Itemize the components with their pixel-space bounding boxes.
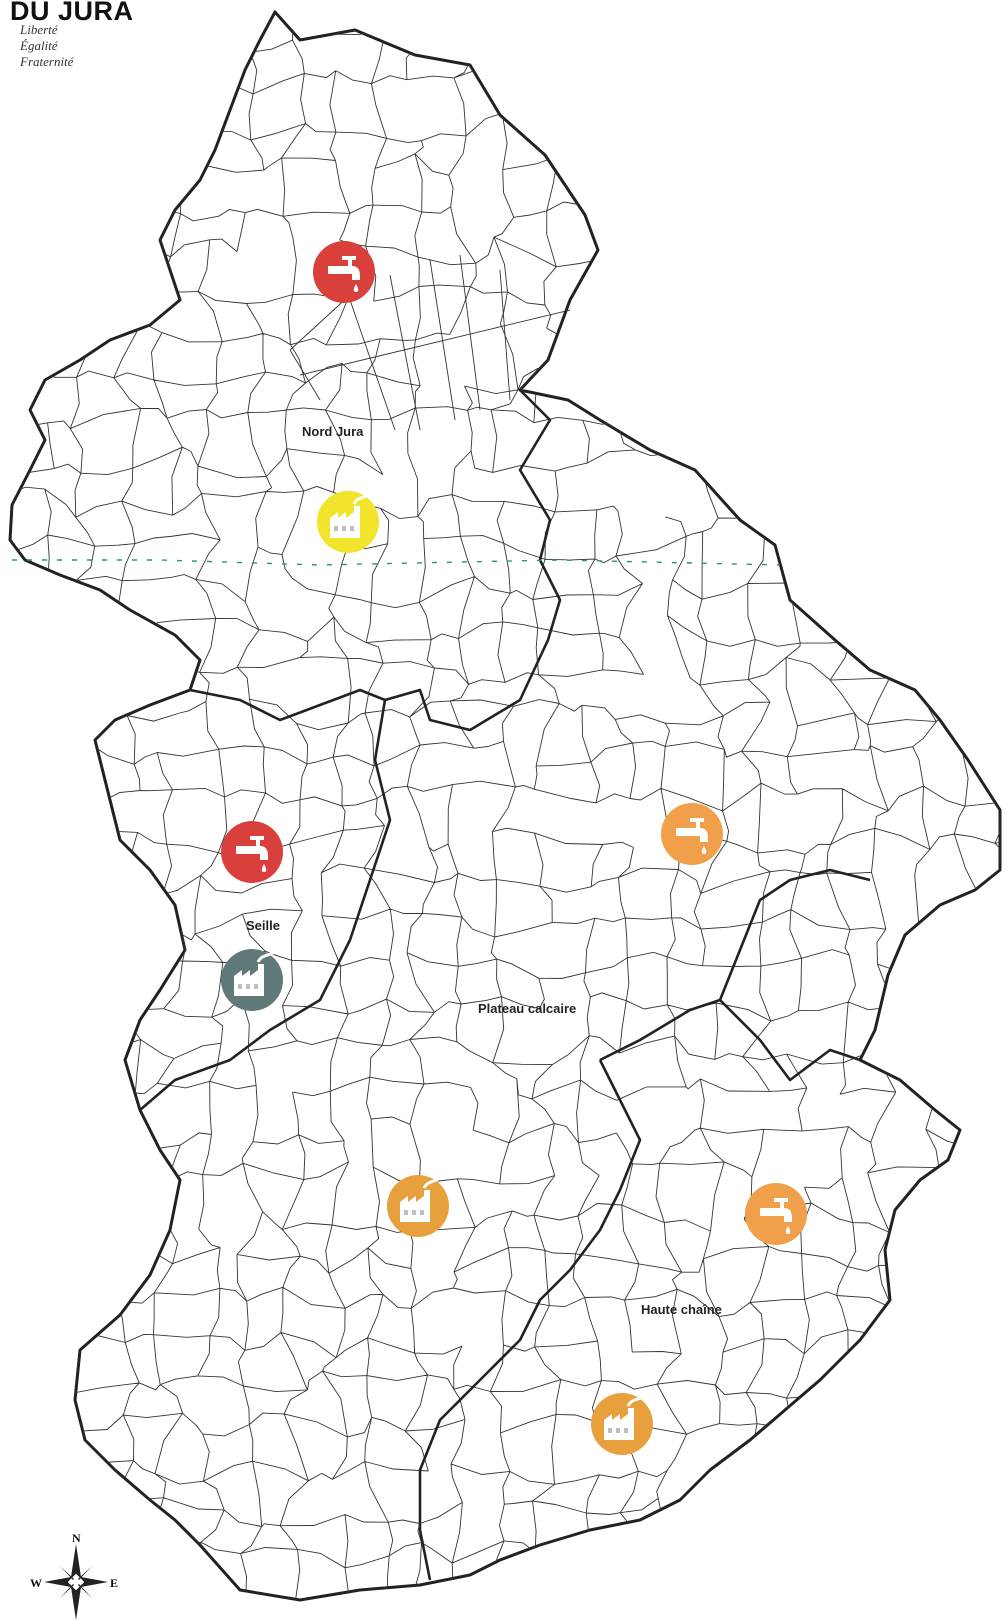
canton-line [349,299,396,431]
factory-window [624,1428,628,1433]
factory-icon [400,1176,442,1222]
factory-window [238,984,242,989]
factory-window [616,1428,620,1433]
factory-window [608,1428,612,1433]
water-tap-marker [221,821,283,883]
canton-lines [289,254,571,431]
factory-icon-shape [400,1190,430,1222]
zone-boundary-north [384,389,562,732]
tap-icon [760,1198,792,1234]
compass-east: E [110,1576,118,1590]
tap-icon-shape [676,818,708,842]
canton-line [499,269,511,401]
factory-window [254,984,258,989]
water-tap-marker [313,241,375,303]
water-drop-icon [261,864,267,872]
department-outline [8,10,1002,1602]
industry-marker [221,949,283,1011]
factory-window [342,526,346,531]
factory-window [404,1210,408,1215]
compass-needle [71,1544,81,1582]
zone-boundary-plateau-east [718,868,871,1001]
prefecture-header: DU JURA Liberté Égalité Fraternité [10,0,134,70]
zone-label-seille: Seille [246,918,280,933]
motto-fraternite: Fraternité [20,54,74,69]
industry-marker [591,1393,653,1455]
tap-icon [676,818,708,854]
compass-diagonal [60,1566,74,1580]
canton-line [289,294,351,351]
factory-icon [330,492,372,538]
compass-west: W [30,1576,42,1590]
canton-line [289,349,321,401]
factory-icon [234,950,276,996]
zone-boundary-seille [139,688,392,1111]
factory-window [412,1210,416,1215]
compass-needle [76,1577,108,1587]
water-drop-icon [785,1226,791,1234]
compass-needle [44,1577,76,1587]
zone-boundaries [139,389,871,1581]
zone-label-nord-jura: Nord Jura [302,424,364,439]
compass-diagonal [78,1566,92,1580]
tap-icon-shape [760,1198,792,1222]
pollution-markers [221,241,807,1455]
industry-marker [387,1175,449,1237]
smoke-icon [626,1394,646,1407]
smoke-icon [352,492,372,505]
smoke-icon [256,950,276,963]
motto-liberte: Liberté [20,22,58,37]
tap-icon-shape [328,256,360,280]
river-marks [12,559,781,566]
canton-line [389,274,421,431]
zone-labels: Nord Jura Seille Plateau calcaire Haute … [246,424,722,1317]
water-drop-icon [701,846,707,854]
water-drop-icon [353,284,359,292]
factory-icon-shape [604,1408,634,1440]
factory-icon [604,1394,646,1440]
zone-boundary-haute [418,998,861,1581]
factory-window [334,526,338,531]
department-name: DU JURA [10,0,134,26]
factory-window [420,1210,424,1215]
tap-icon [236,836,268,872]
canton-line [459,254,481,411]
smoke-icon [422,1176,442,1189]
compass-north: N [72,1531,81,1545]
industry-marker [317,491,379,553]
tap-icon-shape [236,836,268,860]
motto-egalite: Égalité [20,38,58,53]
zone-label-haute-chaine: Haute chaîne [641,1302,722,1317]
canton-line [299,309,571,376]
factory-icon-shape [234,964,264,996]
canton-line [429,259,456,421]
compass-rose: N S W E [30,1531,118,1624]
compass-diagonal [60,1584,74,1598]
water-tap-marker [745,1183,807,1245]
compass-diagonal [78,1584,92,1598]
factory-window [246,984,250,989]
factory-window [350,526,354,531]
water-tap-marker [661,803,723,865]
factory-icon-shape [330,506,360,538]
compass-needle [71,1582,81,1620]
zone-label-plateau-calcaire: Plateau calcaire [478,1001,576,1016]
river-line [12,559,781,566]
tap-icon [328,256,360,292]
